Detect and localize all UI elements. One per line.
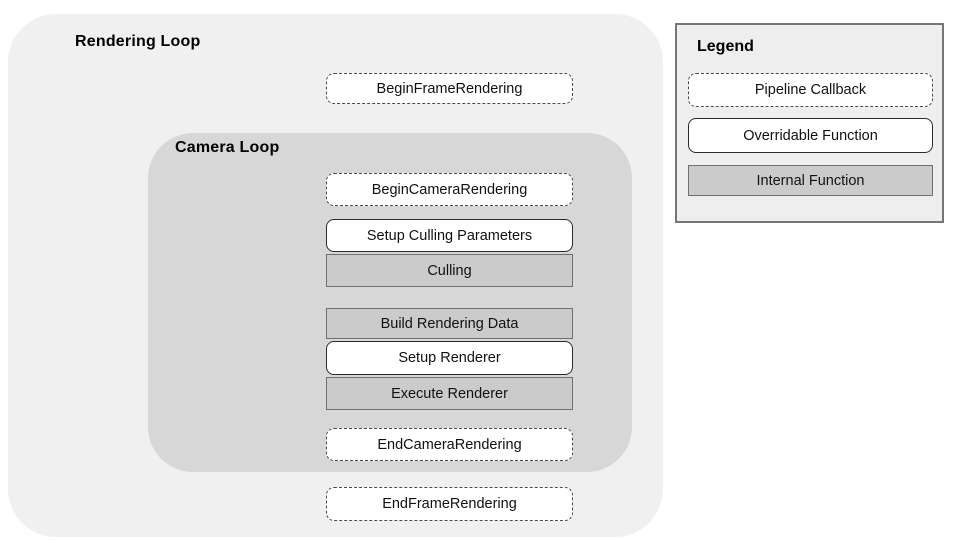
- legend-item-pipeline-callback: Pipeline Callback: [688, 73, 933, 107]
- box-execute-renderer: Execute Renderer: [326, 377, 573, 410]
- box-setup-renderer: Setup Renderer: [326, 341, 573, 375]
- camera-loop-label: Camera Loop: [175, 139, 280, 156]
- box-begin-frame-rendering: BeginFrameRendering: [326, 73, 573, 104]
- legend-item-internal-function: Internal Function: [688, 165, 933, 196]
- box-culling: Culling: [326, 254, 573, 287]
- box-setup-culling-parameters: Setup Culling Parameters: [326, 219, 573, 252]
- rendering-loop-label: Rendering Loop: [75, 33, 201, 50]
- legend-item-overridable-function: Overridable Function: [688, 118, 933, 153]
- legend: Legend Pipeline Callback Overridable Fun…: [675, 23, 944, 223]
- box-end-camera-rendering: EndCameraRendering: [326, 428, 573, 461]
- legend-title: Legend: [697, 38, 754, 55]
- box-begin-camera-rendering: BeginCameraRendering: [326, 173, 573, 206]
- box-end-frame-rendering: EndFrameRendering: [326, 487, 573, 521]
- box-build-rendering-data: Build Rendering Data: [326, 308, 573, 339]
